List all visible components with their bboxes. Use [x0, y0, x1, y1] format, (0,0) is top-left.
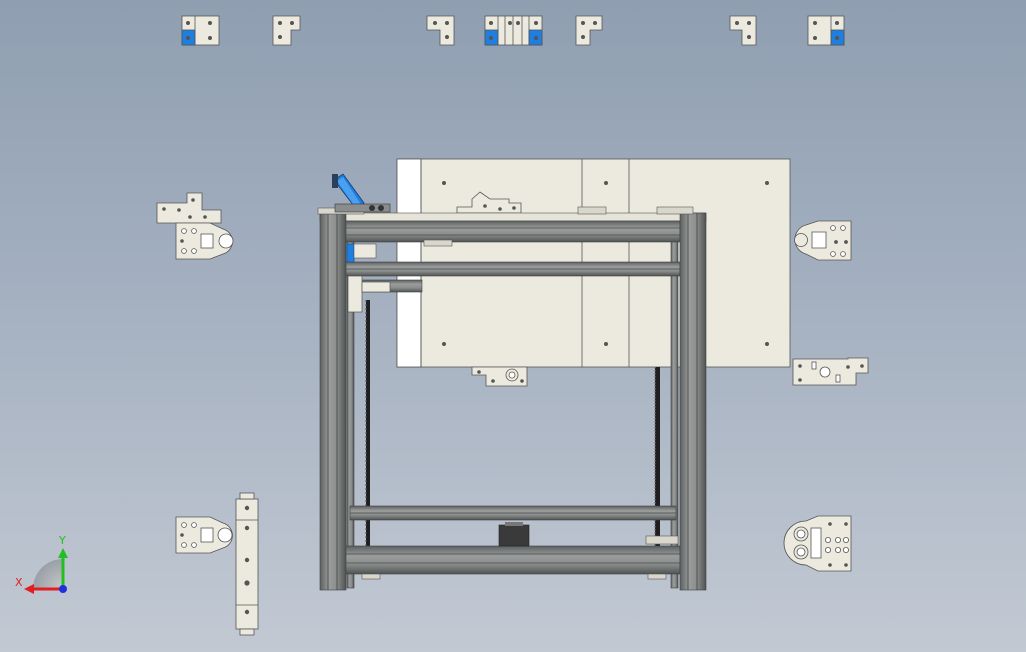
top-bracket-5[interactable]	[575, 15, 603, 46]
left-vertical-plate[interactable]	[235, 492, 259, 636]
axis-y-label: Y	[58, 534, 66, 547]
spool-holder-arm[interactable]	[332, 173, 391, 213]
left-arm-upper[interactable]	[175, 222, 234, 260]
top-bracket-2[interactable]	[272, 15, 301, 46]
left-arm-lower[interactable]	[175, 516, 233, 554]
lead-screw-left	[365, 300, 370, 546]
top-bracket-6[interactable]	[729, 15, 757, 46]
left-upper-bracket[interactable]	[156, 192, 222, 224]
top-bracket-1[interactable]	[181, 15, 220, 46]
printer-frame[interactable]	[317, 173, 707, 591]
right-arm-lower[interactable]	[783, 515, 852, 572]
right-mid-bracket[interactable]	[792, 357, 869, 386]
right-arm-upper[interactable]	[794, 220, 852, 261]
bed-bracket-top[interactable]	[456, 191, 522, 214]
top-bracket-4-pair[interactable]	[484, 15, 543, 46]
axis-triad: X Y	[15, 534, 68, 594]
top-bracket-3[interactable]	[426, 15, 455, 46]
top-bracket-7[interactable]	[807, 15, 845, 46]
axis-x-label: X	[15, 576, 23, 589]
lead-screw-right	[654, 367, 660, 546]
bed-bracket-bottom[interactable]	[471, 366, 528, 387]
